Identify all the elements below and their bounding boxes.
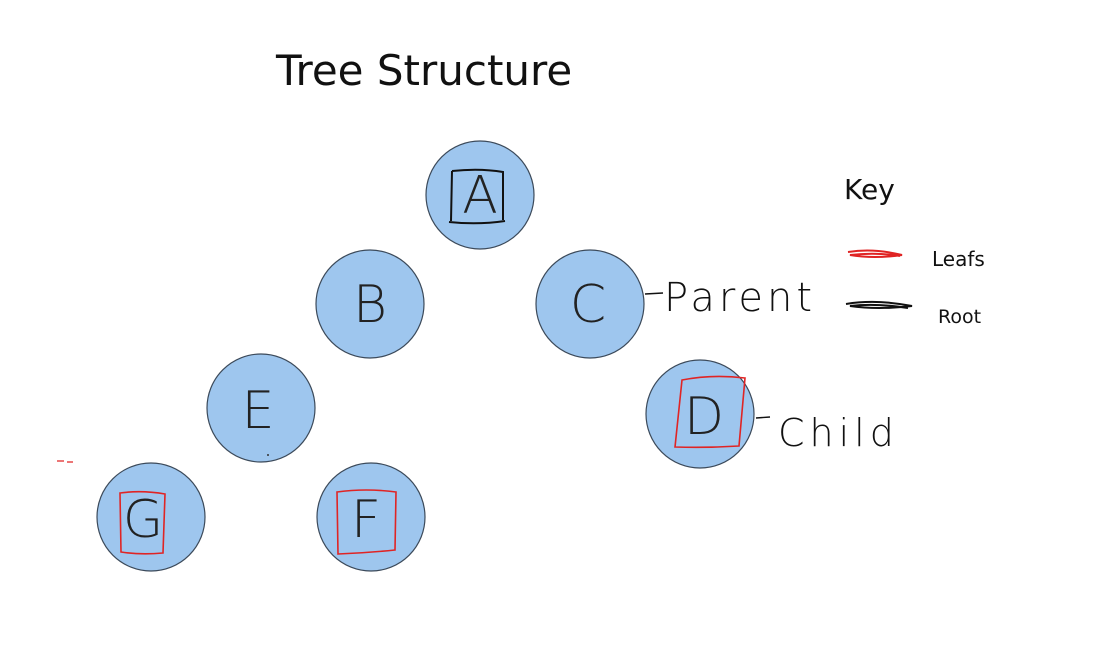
node-d: D xyxy=(645,359,755,469)
node-a-label: A xyxy=(462,166,498,226)
node-f: F xyxy=(316,462,426,572)
legend-leafs-label: Leafs xyxy=(932,247,985,271)
legend: Key Leafs Root xyxy=(844,173,985,328)
leaf-marker-outline xyxy=(336,489,397,555)
node-g: G xyxy=(96,462,206,572)
node-c: C xyxy=(535,249,645,359)
child-connector xyxy=(755,416,771,419)
legend-heading: Key xyxy=(844,173,895,206)
child-annotation: Child xyxy=(778,411,899,455)
legend-root-label: Root xyxy=(938,306,981,328)
legend-leaf-swatch xyxy=(847,249,903,258)
node-e: E xyxy=(206,353,316,463)
node-b-label: B xyxy=(353,275,387,335)
leaf-marker-outline xyxy=(674,375,746,449)
node-a: A xyxy=(425,140,535,250)
leaf-marker-outline xyxy=(119,490,166,555)
stray-dot xyxy=(267,454,269,456)
parent-annotation: Parent xyxy=(664,275,816,321)
legend-root-swatch xyxy=(845,300,913,309)
node-c-label: C xyxy=(570,275,606,335)
root-marker-outline xyxy=(448,168,506,225)
stray-mark xyxy=(57,460,73,463)
node-d-label: D xyxy=(684,387,724,447)
diagram-title: Tree Structure xyxy=(276,46,573,95)
node-f-label: F xyxy=(351,490,381,550)
node-e-label: E xyxy=(242,381,275,441)
parent-connector xyxy=(644,292,664,295)
node-g-label: G xyxy=(123,490,163,550)
node-b: B xyxy=(315,249,425,359)
